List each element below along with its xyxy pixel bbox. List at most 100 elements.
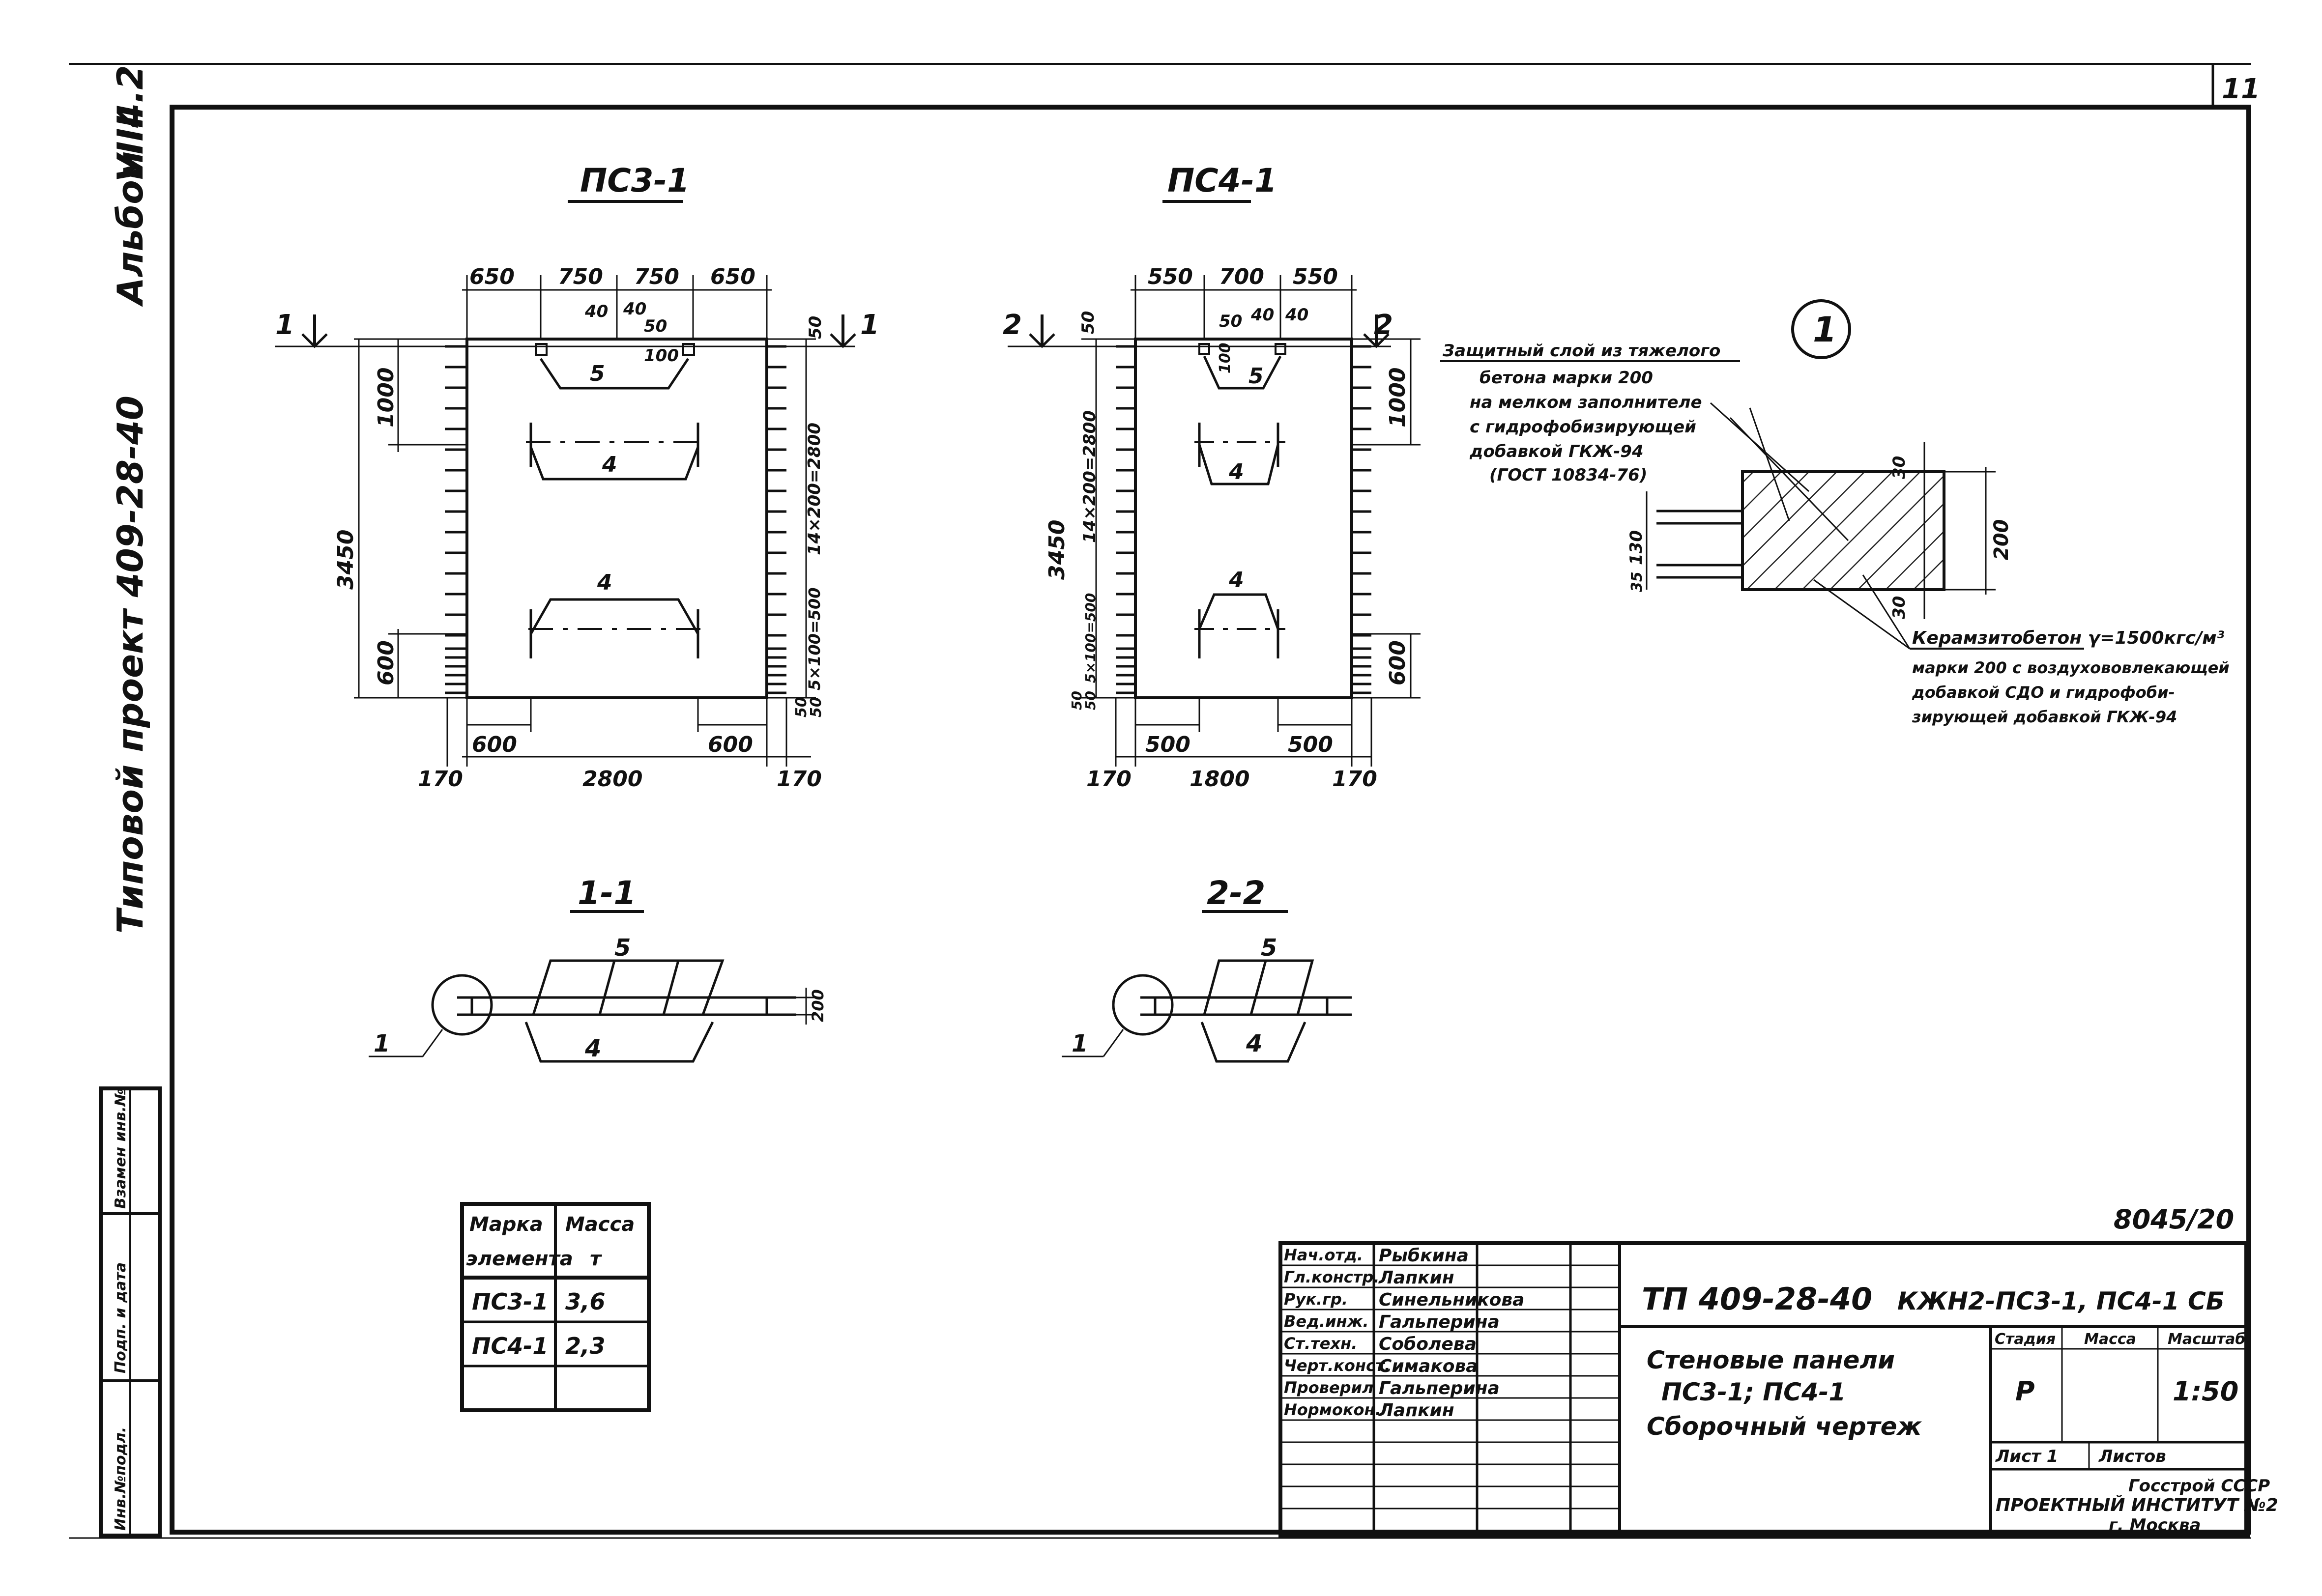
- ps4-dim-left-2800: 14×200=2800: [1080, 410, 1100, 543]
- s22-mark-5: 5: [1261, 934, 1277, 962]
- signer-name: Гальперина: [1379, 1312, 1500, 1332]
- scale-value: 1:50: [2173, 1376, 2238, 1407]
- signer-name: Лапкин: [1378, 1400, 1454, 1421]
- mass-row-2-value: 2,3: [565, 1333, 606, 1359]
- ps3-dim-right-50c: 50: [808, 697, 825, 717]
- drawing-title-3: Сборочный чертеж: [1647, 1412, 1922, 1441]
- title-ps3-1: ПС3-1: [580, 162, 690, 200]
- mass-row-2-mark: ПС4-1: [472, 1333, 548, 1359]
- doc-number: 8045/20: [2114, 1204, 2234, 1235]
- role-label: Вед.инж.: [1284, 1312, 1369, 1331]
- mass-header-mass-line1: Масса: [565, 1213, 635, 1236]
- ps3-dim-right-50a: 50: [806, 316, 825, 339]
- title-block-text: Нач.отд.Гл.констр.Рук.гр.Вед.инж.Ст.техн…: [1284, 1246, 2278, 1535]
- mass-header-mass-line2: т: [590, 1248, 603, 1270]
- s11-dim-200: 200: [809, 989, 827, 1022]
- ps3-dim-left-600: 600: [374, 640, 399, 685]
- ps3-dim-bottom-2800: 2800: [582, 767, 642, 792]
- section-2-2-labels: 5 4 1: [1072, 934, 1277, 1057]
- mass-header-mark: Марка элемента: [466, 1213, 573, 1270]
- detail-note-bottom-4: зирующей добавкой ГКЖ-94: [1912, 708, 2177, 726]
- ps3-dim-small-1: 40: [584, 302, 608, 321]
- ps4-mark-4a: 4: [1228, 459, 1244, 484]
- strip-label-replace: Взамен инв.№: [112, 1088, 129, 1209]
- ps4-dim-bottom-170a: 170: [1086, 767, 1132, 792]
- s22-mark-4: 4: [1246, 1030, 1262, 1057]
- stage-label: Стадия: [1995, 1331, 2056, 1348]
- mass-header-mark-line2: элемента: [466, 1248, 573, 1270]
- panel-ps4-1: [1008, 275, 1421, 767]
- signer-name: Гальперина: [1379, 1378, 1500, 1398]
- title-block-names: РыбкинаЛапкинСинельниковаГальперинаСобол…: [1378, 1246, 1524, 1421]
- title-block-roles: Нач.отд.Гл.констр.Рук.гр.Вед.инж.Ст.техн…: [1284, 1246, 1391, 1419]
- ps3-dim-right-2800: 14×200=2800: [805, 423, 824, 555]
- ps4-dim-bottom-1800: 1800: [1190, 767, 1249, 792]
- signer-name: Синельникова: [1379, 1290, 1524, 1310]
- stage-value: Р: [2015, 1376, 2035, 1407]
- ps4-dim-right-600: 600: [1385, 640, 1410, 685]
- detail-note-top-5: добавкой ГКЖ-94: [1469, 442, 1644, 461]
- ps4-dim-bottom-500a: 500: [1145, 732, 1190, 757]
- mass-table: [460, 1202, 651, 1412]
- drawing-title-2: ПС3-1; ПС4-1: [1661, 1378, 1846, 1406]
- title-ps4-1: ПС4-1: [1167, 162, 1277, 200]
- ps4-dim-left-3450: 3450: [1045, 520, 1070, 580]
- panel-ps3-1: [275, 275, 856, 767]
- section-1-1: [369, 959, 816, 1063]
- s22-mark-1: 1: [1072, 1030, 1088, 1057]
- view-titles: [568, 200, 1288, 913]
- detail-number: 1: [1813, 310, 1837, 350]
- sheets-label: Листов: [2098, 1447, 2166, 1466]
- ps4-dim-left-500: 5×100=500: [1082, 593, 1099, 683]
- ps3-dim-top-3: 750: [634, 264, 679, 289]
- section-1-1-labels: 5 4 1 200: [374, 934, 827, 1062]
- ps4-dim-small-1: 50: [1219, 312, 1242, 331]
- ps4-dim-bottom-170b: 170: [1332, 767, 1377, 792]
- ps4-cut-mark-right: 2: [1374, 309, 1393, 341]
- ps4-dim-bottom-500b: 500: [1288, 732, 1333, 757]
- ps3-ticks-right: [768, 345, 786, 694]
- detail-note-bottom-2: марки 200 с воздухововлекающей: [1912, 658, 2230, 677]
- detail-note-top-6: (ГОСТ 10834-76): [1489, 465, 1647, 485]
- mass-row-1-mark: ПС3-1: [472, 1288, 548, 1315]
- signer-name: Лапкин: [1378, 1268, 1454, 1288]
- ps4-mark-5: 5: [1248, 364, 1264, 389]
- ps4-dim-right-1000: 1000: [1385, 368, 1410, 428]
- s11-mark-5: 5: [614, 934, 631, 962]
- mass-table-text: Марка элемента Масса т ПС3-1 3,6 ПС4-1 2…: [466, 1213, 635, 1359]
- side-album-vol: VIII: [110, 115, 151, 182]
- side-album-text: Альбом: [110, 151, 151, 307]
- detail-dim-35: 35: [1628, 571, 1646, 592]
- detail-dim-130: 130: [1626, 530, 1646, 565]
- role-label: Гл.констр.: [1284, 1268, 1379, 1286]
- ps3-dim-small-4: 100: [644, 346, 679, 366]
- ps3-dim-top-1: 650: [469, 264, 515, 289]
- ps3-dim-top-2: 750: [558, 264, 603, 289]
- title-section-2-2: 2-2: [1207, 874, 1265, 912]
- signer-name: Соболева: [1379, 1334, 1477, 1354]
- drawing-title-1: Стеновые панели: [1647, 1346, 1895, 1374]
- ps3-dim-small-2: 40: [623, 299, 646, 319]
- signer-name: Симакова: [1379, 1356, 1478, 1376]
- title-block-rows: [1280, 1264, 1620, 1510]
- ps4-dim-top-3: 550: [1293, 264, 1338, 289]
- ps3-dim-labels: 650 750 750 650 40 40 50 100 1000 3450 6…: [275, 264, 879, 792]
- strip-label-inv: Инв.№подл.: [112, 1427, 129, 1531]
- ps4-ticks-right: [1353, 345, 1371, 694]
- s11-mark-1: 1: [374, 1030, 390, 1057]
- ps4-dim-top-2: 700: [1219, 264, 1264, 289]
- ps3-dim-top-4: 650: [710, 264, 755, 289]
- detail-1-labels: 1 Защитный слой из тяжелого бетона марки…: [1442, 310, 2230, 726]
- project-code: ТП 409-28-40: [1642, 1281, 1872, 1317]
- role-label: Черт.конст.: [1284, 1356, 1391, 1375]
- sheet-number: 11: [2222, 73, 2260, 105]
- ps3-cut-mark-left: 1: [275, 309, 294, 341]
- signer-name: Рыбкина: [1379, 1246, 1469, 1266]
- ps3-dim-small-3: 50: [644, 316, 667, 336]
- org-2: ПРОЕКТНЫЙ ИНСТИТУТ №2: [1996, 1495, 2278, 1515]
- scale-label: Масштаб: [2168, 1331, 2245, 1348]
- ps4-dim-small-3: 40: [1285, 305, 1308, 325]
- ps3-mark-4b: 4: [597, 570, 612, 595]
- detail-note-top-2: бетона марки 200: [1480, 368, 1653, 388]
